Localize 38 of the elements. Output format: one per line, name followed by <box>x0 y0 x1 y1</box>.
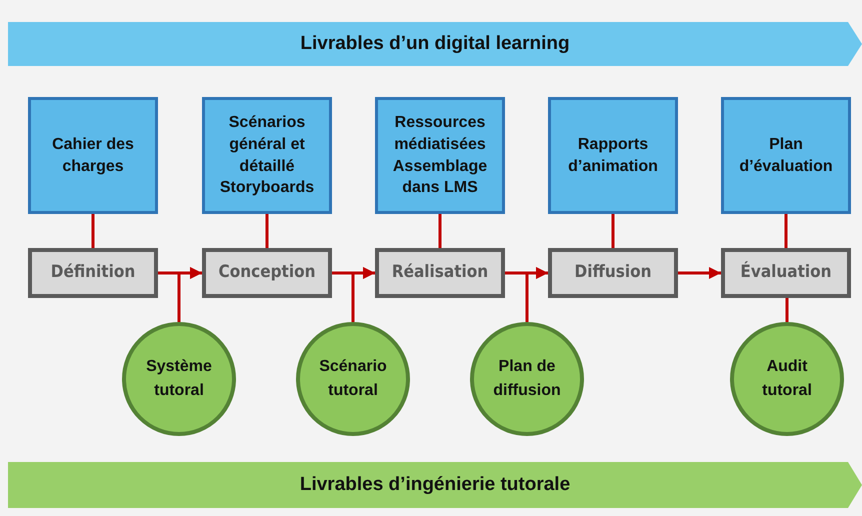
arrow <box>526 267 548 322</box>
node-label: Cahier des charges <box>51 134 135 176</box>
node-label: Plan d’évaluation <box>738 134 834 176</box>
node-label: Livrables d’un digital learning <box>300 32 570 56</box>
connector-line <box>92 214 94 248</box>
phase-box <box>28 248 158 298</box>
node-label: Plan de diffusion <box>492 357 562 401</box>
node-label: Réalisation <box>392 261 488 284</box>
arrow <box>178 267 202 322</box>
arrow-banner <box>8 462 862 508</box>
arrow <box>678 267 721 279</box>
node-label: Livrables d’ingénierie tutorale <box>300 472 570 497</box>
connector-line <box>266 214 268 248</box>
deliverable-box <box>375 97 505 214</box>
connector-line <box>612 214 614 248</box>
node-label: Conception <box>218 261 316 284</box>
node-label: Rapports d’animation <box>567 134 659 176</box>
node-label: Système tutoral <box>145 357 213 401</box>
arrow-banner <box>8 22 862 66</box>
phase-box <box>202 248 332 298</box>
node-label: Évaluation <box>740 260 832 284</box>
deliverable-box <box>721 97 851 214</box>
connector-line <box>786 298 788 322</box>
node-label: Diffusion <box>574 261 652 284</box>
deliverable-box <box>202 97 332 214</box>
node-label: Scénario tutoral <box>318 357 388 401</box>
node-label: Ressources médiatisées Assemblage dans LMS <box>392 113 488 198</box>
deliverable-box <box>28 97 158 214</box>
phase-box <box>375 248 505 298</box>
connector-line <box>784 214 788 248</box>
phase-box <box>548 248 678 298</box>
arrow <box>352 267 375 322</box>
node-label: Définition <box>50 261 136 284</box>
node-label: Scénarios général et détaillé Storyboards <box>218 113 316 198</box>
phase-box <box>721 248 851 298</box>
deliverable-box <box>548 97 678 214</box>
node-label: Audit tutoral <box>761 357 813 401</box>
connector-line <box>438 214 442 248</box>
